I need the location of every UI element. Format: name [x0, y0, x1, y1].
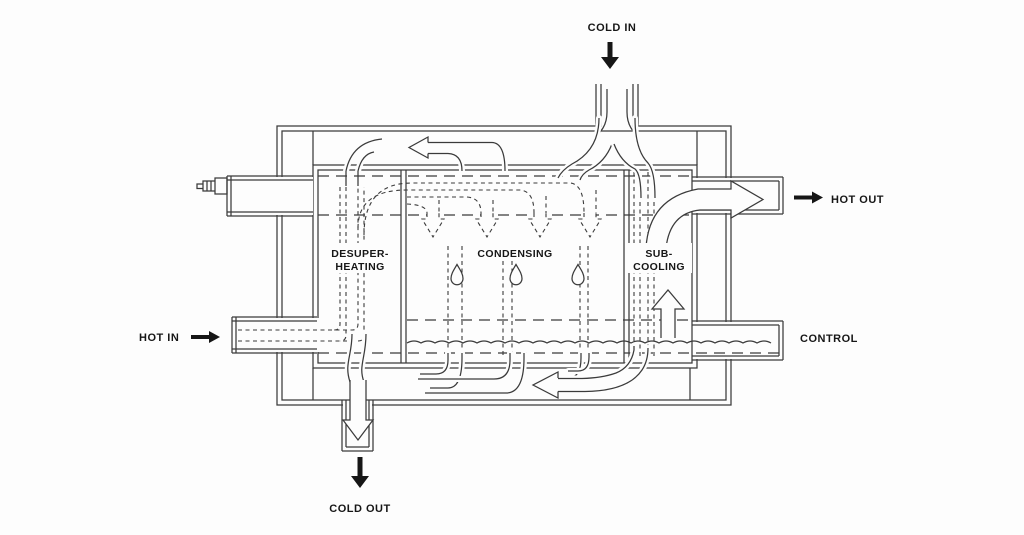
cold-in-arrow-down-icon	[601, 42, 619, 69]
zone-label-subcooling-line2: COOLING	[633, 261, 685, 273]
hot-in-arrow-right-icon	[191, 331, 220, 343]
subcooling-up-arrow-icon	[650, 289, 686, 338]
water-line	[406, 340, 772, 344]
control-label: CONTROL	[800, 333, 858, 345]
port-cold-out: COLD OUT	[329, 457, 390, 515]
cold-in-label: COLD IN	[588, 22, 637, 34]
hot-in-pipe	[231, 316, 319, 354]
zone-labels: DESUPER- HEATING CONDENSING SUB- COOLING	[327, 243, 692, 273]
port-hot-out: HOT OUT	[794, 191, 884, 206]
port-cold-in: COLD IN	[588, 22, 637, 69]
zone-label-desuperheating-line2: HEATING	[335, 261, 384, 273]
zone-label-condensing: CONDENSING	[477, 248, 552, 260]
port-control: CONTROL	[800, 333, 858, 345]
bottom-channel-left-arrow-icon	[531, 370, 559, 400]
cold-out-label: COLD OUT	[329, 503, 390, 515]
hot-in-label: HOT IN	[139, 332, 179, 344]
hot-out-arrow-right-icon	[794, 191, 823, 204]
zone-divider-desuperheating-condensing	[400, 170, 407, 363]
control-pipe	[692, 320, 784, 361]
top-channel-left-arrow-icon	[407, 135, 429, 160]
cold-out-arrow-down-icon	[351, 457, 369, 488]
outer-casing	[276, 125, 732, 406]
port-hot-in: HOT IN	[139, 331, 220, 344]
vapor-region-dashes	[318, 175, 779, 354]
condensate-droplet-icons	[450, 263, 585, 286]
hot-out-label: HOT OUT	[831, 194, 884, 206]
cold-in-pipe	[595, 84, 639, 135]
condensing-down-arrow-icons	[421, 213, 602, 239]
water-flow-lines	[343, 115, 658, 396]
service-fitting	[196, 175, 313, 217]
zone-label-desuperheating-line1: DESUPER-	[331, 248, 389, 260]
hot-out-flow-arrow-icon	[645, 179, 765, 249]
zone-label-subcooling-line1: SUB-	[645, 248, 672, 260]
cold-out-flow-arrow-icon	[341, 380, 375, 442]
